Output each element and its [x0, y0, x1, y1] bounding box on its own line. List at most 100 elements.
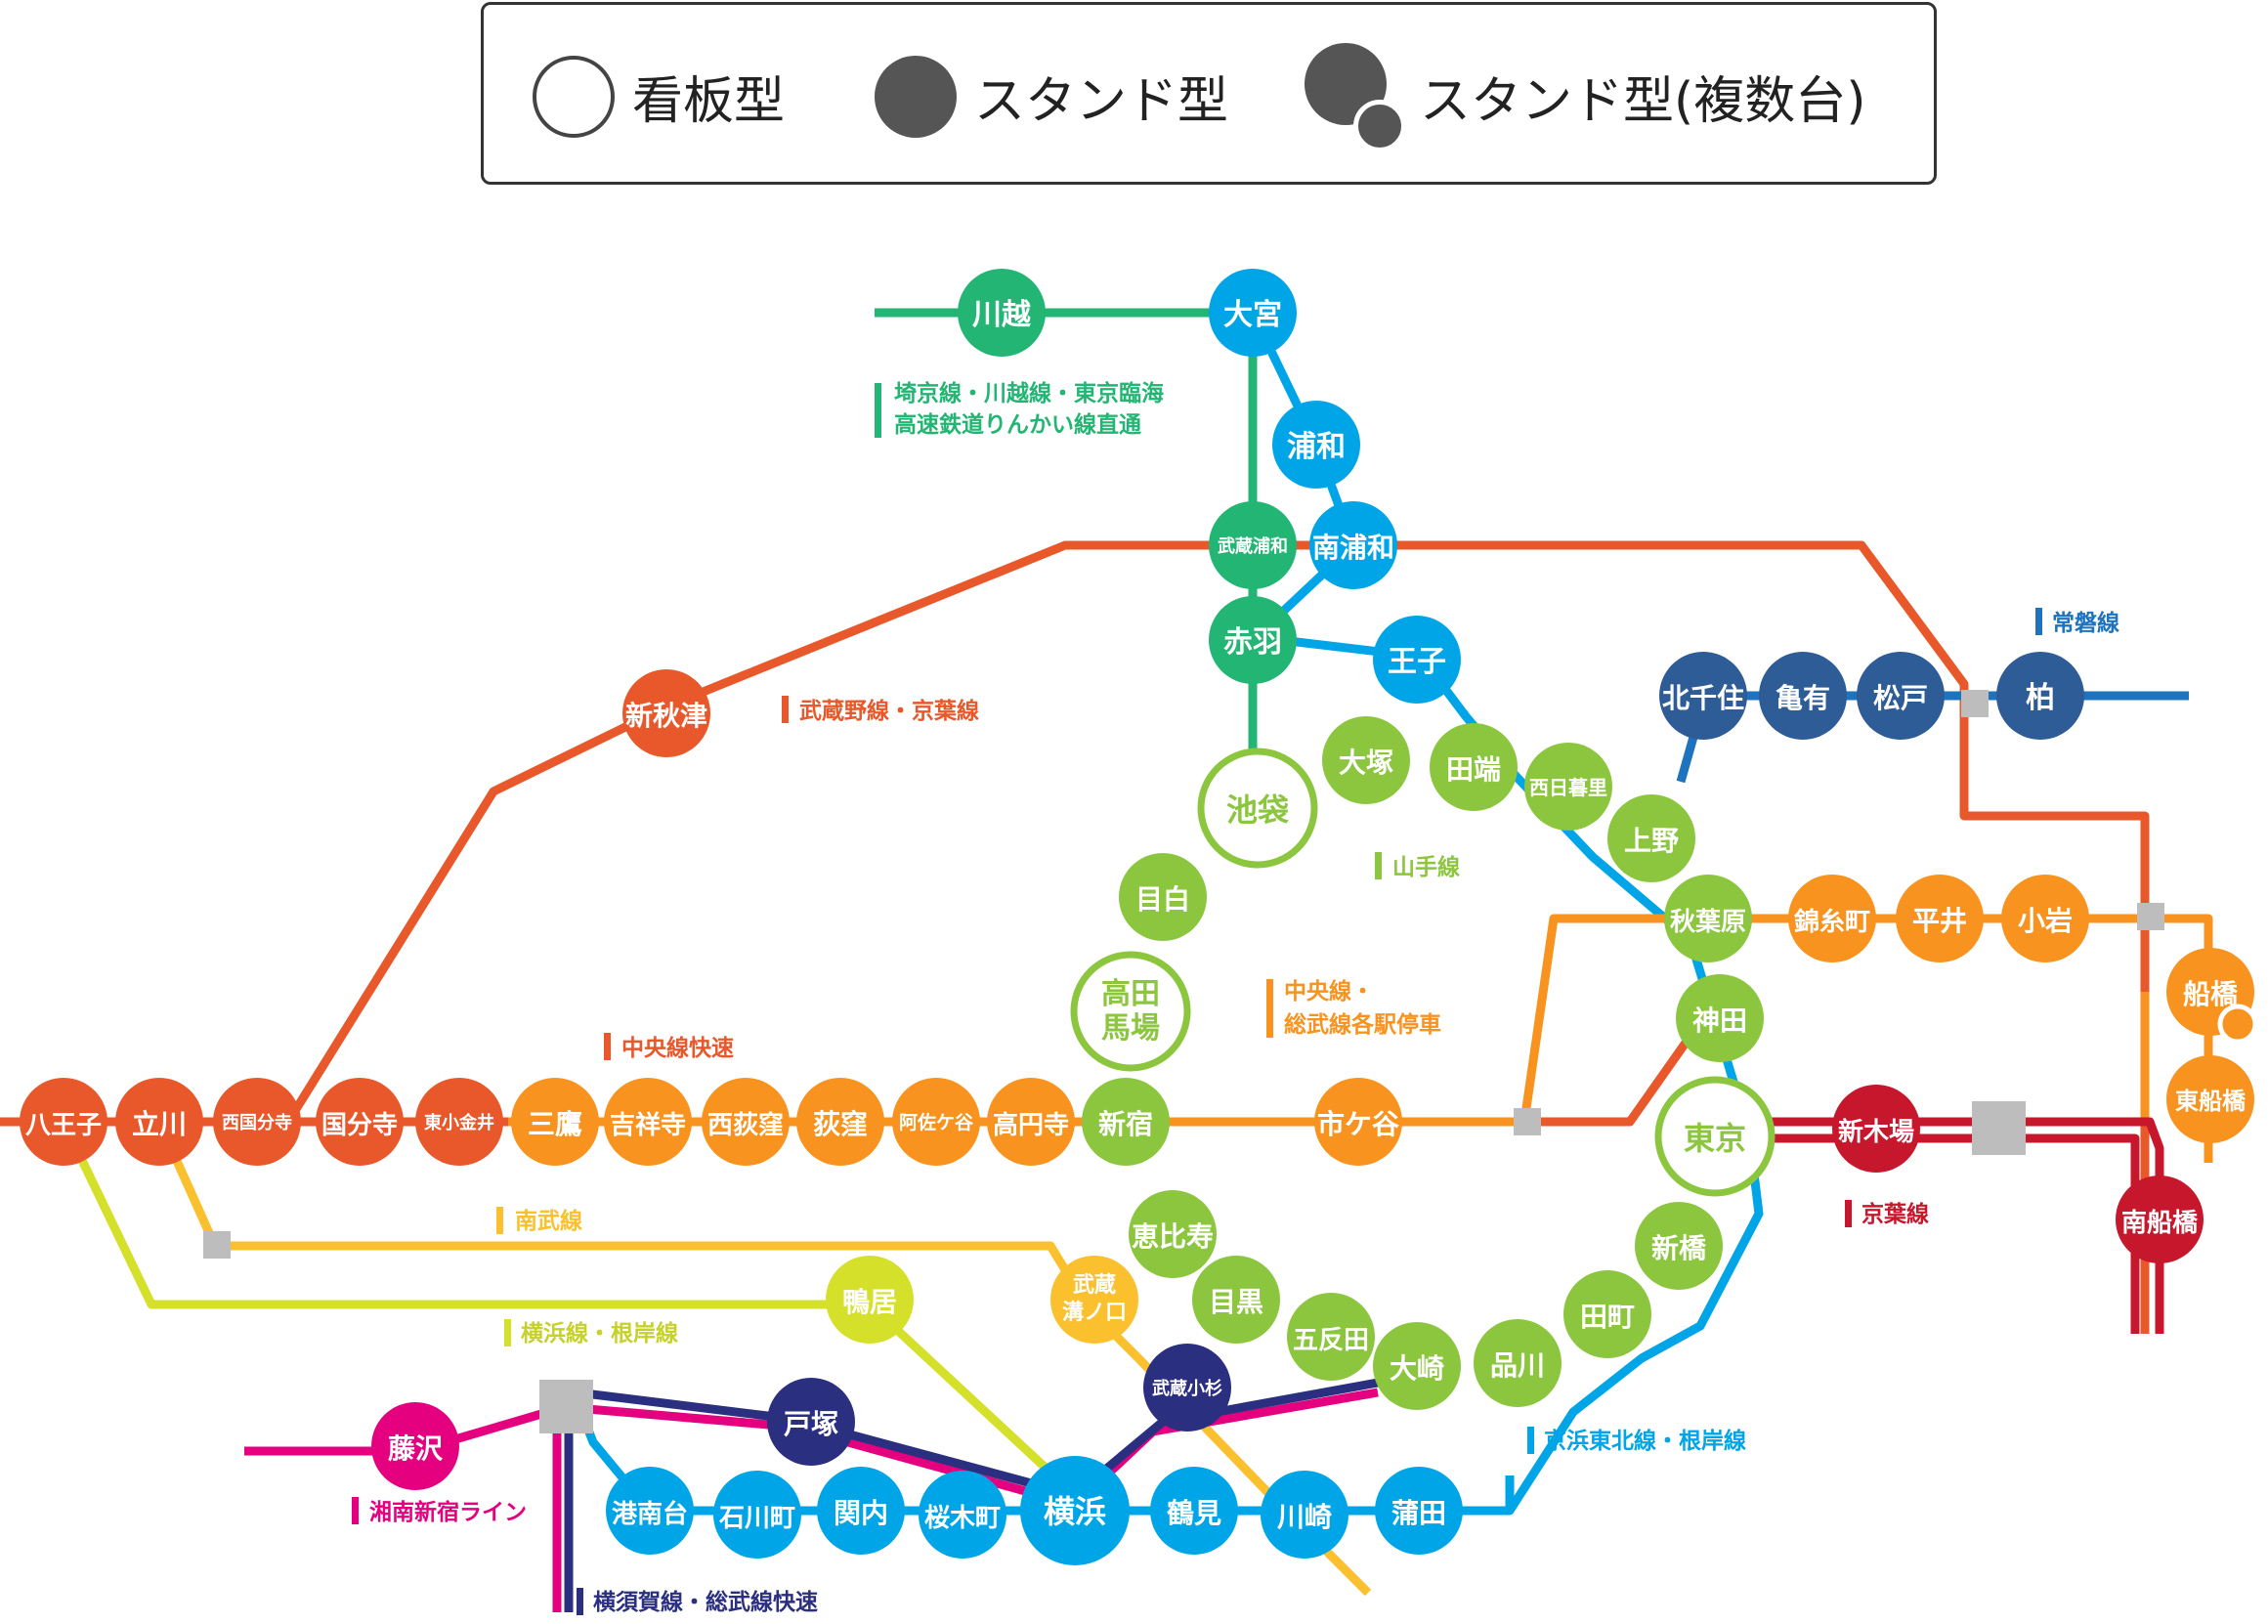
legend: 看板型 スタンド型 スタンド型(複数台)	[481, 2, 1937, 185]
label-saikyo-1: 埼京線・川越線・東京臨海	[894, 380, 1164, 406]
label-sobu-1: 中央線・	[1284, 978, 1374, 1004]
station-totsuka[interactable]: 戸塚	[767, 1378, 855, 1466]
station-musashi-urawa[interactable]: 武蔵浦和	[1209, 501, 1297, 589]
station-shinjuku[interactable]: 新宿	[1082, 1078, 1170, 1166]
svg-text:三鷹: 三鷹	[528, 1108, 582, 1140]
station-ebisu[interactable]: 恵比寿	[1129, 1190, 1217, 1278]
svg-text:新秋津: 新秋津	[625, 700, 707, 732]
station-kawagoe[interactable]: 川越	[958, 269, 1046, 357]
svg-text:赤羽: 赤羽	[1223, 625, 1282, 660]
svg-text:王子: 王子	[1388, 645, 1446, 679]
keiyo-orange-branch	[1524, 1033, 1694, 1127]
station-shinagawa[interactable]: 品川	[1474, 1319, 1562, 1407]
station-tokyo[interactable]: 東京	[1654, 1076, 1776, 1197]
station-ichigaya[interactable]: 市ケ谷	[1314, 1078, 1402, 1166]
station-tachikawa[interactable]: 立川	[115, 1078, 203, 1166]
yokohama-line	[59, 1120, 1079, 1499]
station-asagaya[interactable]: 阿佐ケ谷	[892, 1078, 980, 1166]
label-yamanote: 山手線	[1392, 854, 1460, 880]
svg-text:西国分寺: 西国分寺	[222, 1113, 292, 1133]
station-kamoi[interactable]: 鴨居	[826, 1256, 914, 1344]
svg-text:石川町: 石川町	[718, 1504, 795, 1533]
station-ueno[interactable]: 上野	[1607, 794, 1695, 882]
station-kannai[interactable]: 関内	[817, 1467, 905, 1555]
svg-text:東小金井: 東小金井	[424, 1112, 494, 1133]
keiyo-line-2	[1720, 1133, 2140, 1334]
svg-text:鶴見: 鶴見	[1167, 1497, 1221, 1529]
svg-text:池袋: 池袋	[1226, 791, 1289, 829]
station-mitaka[interactable]: 三鷹	[511, 1078, 599, 1166]
station-nishi-nippori[interactable]: 西日暮里	[1524, 743, 1612, 831]
station-kamata[interactable]: 蒲田	[1375, 1467, 1463, 1555]
svg-text:溝ノ口: 溝ノ口	[1062, 1300, 1127, 1325]
station-kameari[interactable]: 亀有	[1759, 652, 1847, 740]
station-omiya[interactable]: 大宮	[1209, 269, 1297, 357]
station-tamachi[interactable]: 田町	[1563, 1270, 1651, 1358]
station-kawasaki[interactable]: 川崎	[1261, 1471, 1348, 1559]
station-musashi-kosugi[interactable]: 武蔵小杉	[1143, 1344, 1231, 1432]
station-shimbashi[interactable]: 新橋	[1635, 1202, 1723, 1290]
legend-stand-multi-label: スタンド型(複数台)	[1420, 72, 1866, 131]
station-meguro[interactable]: 目黒	[1192, 1256, 1280, 1344]
junction-ochanomizu	[1514, 1108, 1541, 1135]
station-gotanda[interactable]: 五反田	[1287, 1293, 1375, 1381]
station-minami-urawa[interactable]: 南浦和	[1309, 501, 1397, 589]
svg-text:国分寺: 国分寺	[321, 1111, 398, 1140]
station-nishi-ogikubo[interactable]: 西荻窪	[702, 1078, 790, 1166]
station-minami-funabashi[interactable]: 南船橋	[2116, 1175, 2204, 1263]
station-kita-senju[interactable]: 北千住	[1659, 652, 1747, 740]
svg-text:新橋: 新橋	[1651, 1232, 1707, 1264]
station-ishikawacho[interactable]: 石川町	[713, 1471, 801, 1559]
svg-text:恵比寿: 恵比寿	[1132, 1220, 1214, 1253]
station-musashi-mizonokuchi[interactable]: 武蔵 溝ノ口	[1050, 1256, 1138, 1344]
station-higashi-koganei[interactable]: 東小金井	[415, 1078, 503, 1166]
station-oji[interactable]: 王子	[1373, 616, 1461, 704]
svg-text:関内: 関内	[834, 1497, 888, 1529]
station-takadanobaba[interactable]: 高田 馬場	[1070, 951, 1191, 1072]
station-tabata[interactable]: 田端	[1430, 723, 1518, 811]
svg-text:目黒: 目黒	[1209, 1286, 1263, 1318]
station-tsurumi[interactable]: 鶴見	[1150, 1467, 1238, 1555]
svg-text:平井: 平井	[1912, 905, 1967, 937]
svg-text:浦和: 浦和	[1287, 430, 1346, 464]
station-kichijoji[interactable]: 吉祥寺	[604, 1078, 692, 1166]
station-fujisawa[interactable]: 藤沢	[371, 1402, 459, 1490]
svg-text:横浜: 横浜	[1044, 1493, 1106, 1530]
signboard-circle-icon	[533, 55, 615, 138]
svg-text:南浦和: 南浦和	[1312, 532, 1394, 564]
svg-text:大崎: 大崎	[1390, 1352, 1444, 1385]
station-nishi-kokubunji[interactable]: 西国分寺	[213, 1078, 301, 1166]
station-kashiwa[interactable]: 柏	[1996, 652, 2084, 740]
station-shin-kiba[interactable]: 新木場	[1832, 1085, 1920, 1173]
station-kokubunji[interactable]: 国分寺	[316, 1078, 404, 1166]
legend-signboard: 看板型	[533, 5, 785, 188]
station-higashi-funabashi[interactable]: 東船橋	[2166, 1055, 2254, 1143]
legend-stand: スタンド型	[875, 5, 1228, 188]
station-urawa[interactable]: 浦和	[1272, 401, 1360, 489]
svg-text:高円寺: 高円寺	[993, 1110, 1069, 1140]
station-osaki[interactable]: 大崎	[1373, 1322, 1461, 1410]
station-sakuragicho[interactable]: 桜木町	[919, 1471, 1006, 1559]
svg-text:北千住: 北千住	[1662, 682, 1744, 714]
label-yokohama: 横浜線・根岸線	[521, 1320, 678, 1346]
station-akabane[interactable]: 赤羽	[1209, 596, 1297, 684]
station-kanda[interactable]: 神田	[1676, 974, 1764, 1062]
station-ogikubo[interactable]: 荻窪	[796, 1078, 884, 1166]
station-shin-akitsu[interactable]: 新秋津	[622, 669, 710, 757]
station-akihabara[interactable]: 秋葉原	[1664, 875, 1752, 962]
station-mejiro[interactable]: 目白	[1119, 853, 1207, 941]
station-koiwa[interactable]: 小岩	[2001, 875, 2089, 962]
station-kinshicho[interactable]: 錦糸町	[1788, 875, 1876, 962]
label-joban: 常磐線	[2052, 610, 2119, 636]
station-hachioji[interactable]: 八王子	[20, 1078, 107, 1166]
station-otsuka[interactable]: 大塚	[1322, 716, 1410, 804]
station-funabashi[interactable]: 船橋	[2166, 948, 2258, 1045]
station-ikebukuro[interactable]: 池袋	[1197, 748, 1318, 869]
svg-text:大塚: 大塚	[1339, 747, 1393, 779]
station-koenji[interactable]: 高円寺	[987, 1078, 1075, 1166]
station-matsudo[interactable]: 松戸	[1857, 652, 1945, 740]
label-nambu: 南武線	[515, 1208, 582, 1234]
station-hirai[interactable]: 平井	[1896, 875, 1984, 962]
station-yokohama[interactable]: 横浜	[1020, 1456, 1130, 1565]
station-konandai[interactable]: 港南台	[606, 1467, 694, 1555]
